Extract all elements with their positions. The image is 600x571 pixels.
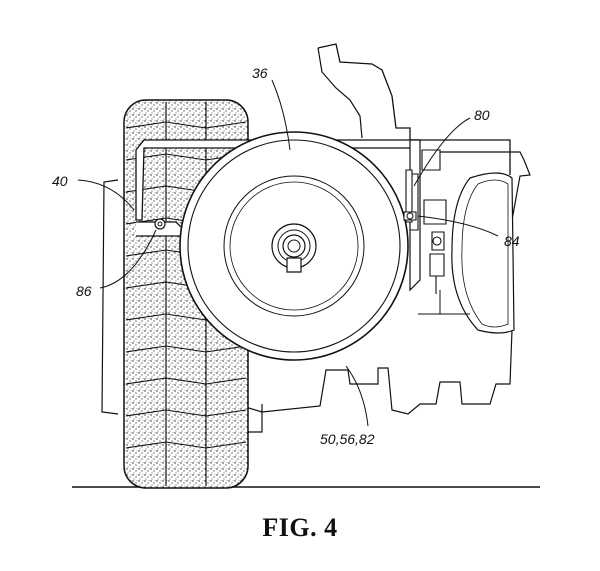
sensor-bracket: [406, 170, 412, 222]
label-spare-tire: 36: [252, 65, 268, 81]
lower-mount-bracket: [248, 404, 262, 432]
figure-caption: FIG. 4: [262, 513, 338, 542]
left-rear-panel: [102, 180, 118, 414]
retaining-pin: [155, 219, 165, 229]
hitch-mount: [422, 150, 446, 294]
lower-frame: [236, 330, 512, 414]
label-fastener: 84: [504, 233, 520, 249]
vehicle-upper-edge: [318, 48, 362, 138]
vehicle-body-outline: [318, 44, 510, 175]
frame-rail: [418, 290, 470, 314]
label-assembly: 50,56,82: [320, 431, 375, 447]
label-bracket: 40: [52, 173, 68, 189]
label-sensor: 80: [474, 107, 490, 123]
leader-line-80: [414, 118, 470, 186]
right-tire-outline: [452, 173, 514, 333]
leader-line-86: [100, 230, 156, 288]
leader-line-36: [272, 80, 290, 150]
label-pin: 86: [76, 283, 92, 299]
leader-line-40: [78, 180, 134, 210]
fastener-bolt: [404, 212, 416, 220]
leader-line-84: [418, 216, 498, 236]
leader-line-50: [346, 366, 368, 426]
spare-wheel-hub: [272, 224, 316, 272]
